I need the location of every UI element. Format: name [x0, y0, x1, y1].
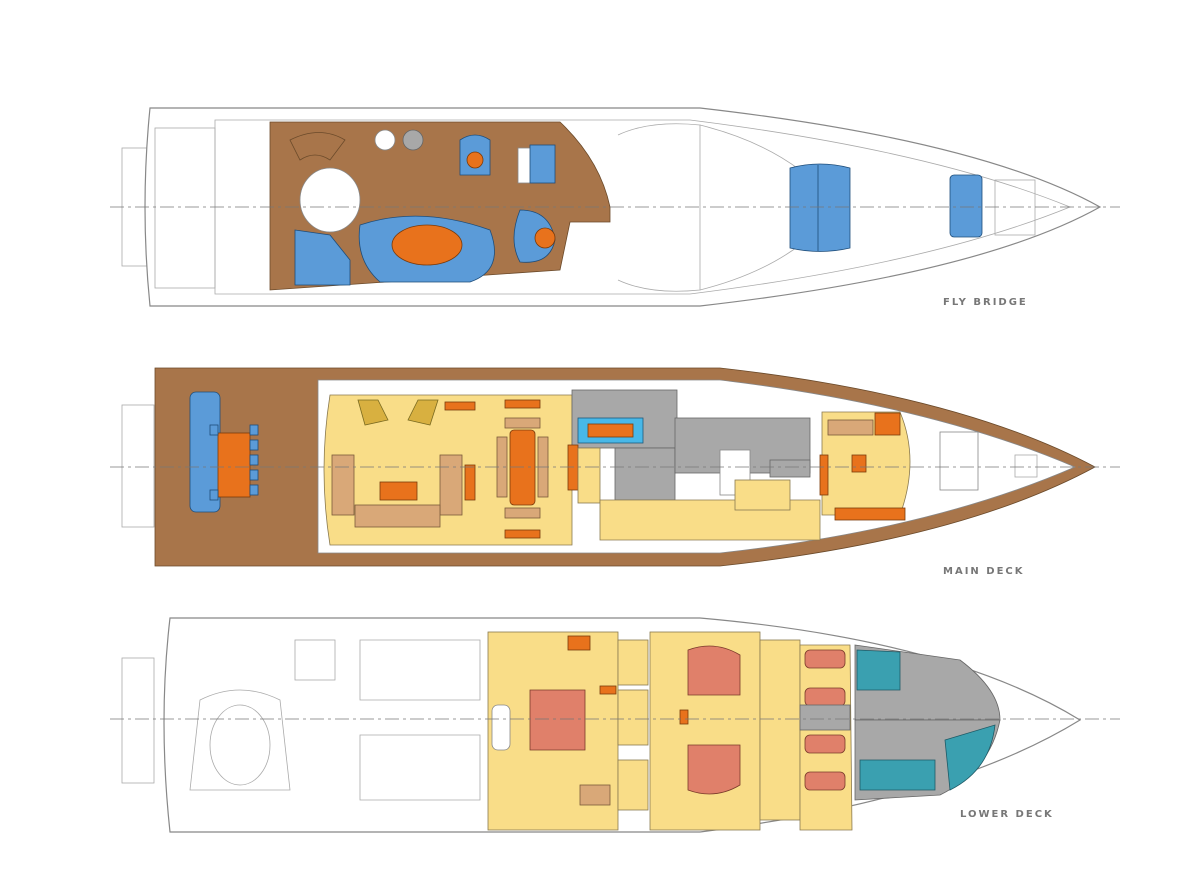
cabinet [444, 401, 476, 411]
aft-deck-chair [249, 424, 259, 436]
fly-bridge-opening [299, 167, 361, 233]
aft-sofa [294, 229, 351, 286]
vip-bed-starboard [687, 744, 741, 795]
crew-stairs [799, 704, 851, 731]
twin-bed [804, 734, 846, 754]
lower-deck-plan [110, 617, 1120, 833]
main-deck-plan [110, 367, 1120, 567]
forward-sofa [827, 419, 874, 436]
side-table [534, 227, 556, 249]
guest-stairs [617, 689, 649, 746]
aft-steps [154, 127, 216, 289]
galley-lower [614, 447, 676, 501]
aft-deck-chair [249, 454, 259, 466]
helm-stool [466, 151, 484, 169]
forward-bench [834, 507, 906, 521]
pantry-table [587, 423, 634, 438]
crew-cabin [859, 759, 936, 791]
sofa-aft [354, 504, 441, 528]
sofa-port [331, 454, 355, 516]
master-bed [529, 689, 586, 751]
guest-heads [759, 639, 801, 821]
main-staircase [577, 447, 601, 504]
tender-garage [189, 689, 291, 791]
main-deck-label: MAIN DECK [943, 566, 1025, 577]
aft-deck-chair [209, 424, 219, 436]
fly-bridge-table [391, 224, 463, 266]
armchair [407, 399, 439, 426]
fly-bridge-label: FLY BRIDGE [943, 297, 1028, 308]
grill-icon [402, 129, 424, 151]
swim-platform-outline [121, 657, 155, 784]
sideboard [464, 464, 476, 501]
engines [359, 639, 481, 801]
forward-table [851, 454, 867, 473]
fly-bridge-arch [617, 123, 701, 292]
twin-bed [804, 649, 846, 669]
aft-deck-table [217, 432, 251, 498]
armchair [357, 399, 389, 426]
foredeck-hatch [939, 431, 979, 491]
helm-chair [529, 144, 556, 184]
anchor-windlass [994, 179, 1036, 236]
buffet [504, 399, 541, 409]
forward-cabinet [874, 412, 901, 436]
aft-deck-chair [249, 439, 259, 451]
anchor-locker [1014, 454, 1038, 478]
day-head [734, 479, 791, 511]
aft-deck-chairs [209, 424, 259, 501]
bow-seat [949, 174, 983, 238]
crew-cabin [856, 649, 901, 691]
aft-deck-chair [249, 469, 259, 481]
dining-table [509, 429, 536, 506]
sunpad-forward [789, 163, 851, 252]
sofa-starboard [439, 454, 463, 516]
fly-bridge-plan [110, 107, 1120, 307]
bar-counter [289, 132, 346, 161]
vip-bed-port [687, 645, 741, 696]
buffet [504, 529, 541, 539]
crew-cabin [944, 724, 996, 791]
crew-stairs [769, 459, 811, 478]
ensuite-head [617, 759, 649, 811]
dining-chairs-end [504, 507, 541, 519]
ensuite-head [617, 639, 649, 686]
aft-deck-chair [209, 489, 219, 501]
nightstand [679, 709, 689, 725]
master-dresser [599, 685, 617, 695]
engine-room-stairs [294, 639, 336, 681]
spa-outline [374, 129, 396, 151]
master-sofa [579, 784, 611, 806]
swim-platform-outline [121, 404, 155, 528]
aft-deck-chair [249, 484, 259, 496]
master-bathtub [491, 704, 511, 751]
master-desk [567, 635, 591, 651]
side-seat [513, 209, 556, 263]
twin-bed [804, 771, 846, 791]
coffee-table [379, 481, 418, 501]
forward-console [819, 454, 829, 496]
console-table [567, 444, 579, 491]
lower-deck-label: LOWER DECK [960, 809, 1054, 820]
tender [209, 704, 271, 786]
dining-chairs-end [504, 417, 541, 429]
twin-bed [804, 687, 846, 707]
